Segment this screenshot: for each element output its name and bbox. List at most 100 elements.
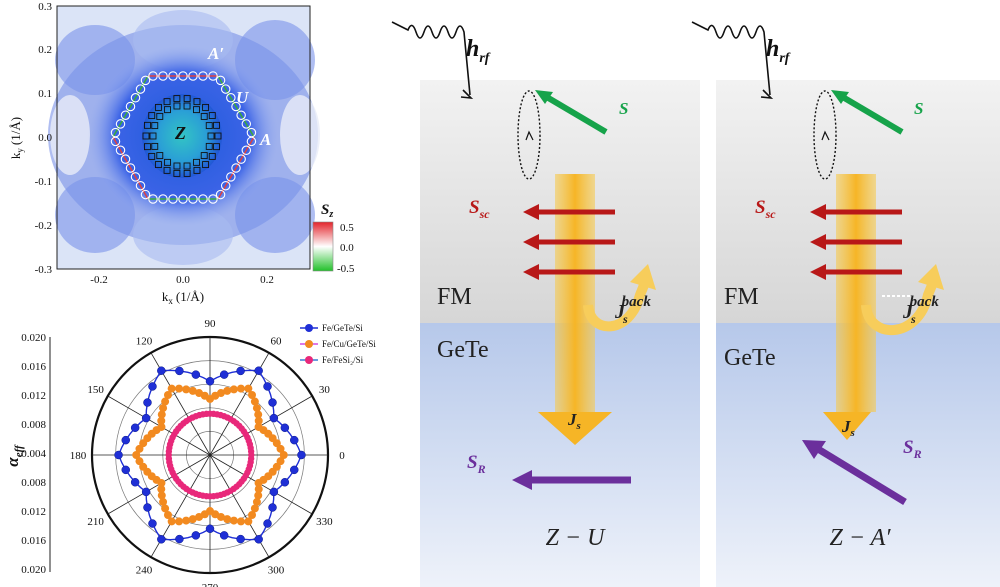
angle-label-240: 240: [136, 564, 153, 576]
ring-marker: [151, 122, 159, 130]
ssc-label: Ssc: [469, 197, 490, 221]
series-point: [216, 512, 225, 521]
gete-label: GeTe: [724, 345, 776, 371]
panel-z-u: hrf S Js Jsback Ssc FM GeTe SR Z −: [391, 21, 700, 587]
series-point: [254, 416, 263, 425]
polar-grid: [90, 335, 330, 575]
ring-marker: [154, 103, 162, 111]
polar-series: [114, 366, 306, 544]
panel-z-aprime: hrf S Js Jsback Ssc FM GeTe SR Z − A′: [691, 21, 1000, 587]
hexagon-marker: [115, 145, 126, 156]
ring-marker: [213, 143, 220, 151]
hexagon-marker: [220, 180, 231, 191]
series-point: [254, 535, 263, 544]
hexagon-marker: [236, 110, 246, 120]
series-point: [175, 366, 184, 376]
series-point: [223, 386, 232, 395]
angle-label-30: 30: [319, 384, 331, 396]
series-point: [268, 398, 277, 407]
series-point: [143, 398, 152, 407]
polar-angle-labels: 0306090120150180210240270300330: [70, 318, 346, 587]
sr-arrow: [816, 446, 907, 505]
hexagon-marker: [236, 154, 246, 164]
svg-text:0.0: 0.0: [340, 242, 354, 254]
series-point: [141, 413, 151, 423]
svg-text:0.008: 0.008: [21, 419, 46, 431]
angle-label-60: 60: [271, 336, 283, 348]
ring-marker: [151, 142, 159, 150]
hexagon-marker: [188, 71, 198, 81]
hexagon-marker: [215, 189, 226, 200]
series-point: [159, 404, 168, 413]
series-point: [254, 485, 263, 494]
hexagon-marker: [208, 71, 218, 81]
ring-marker: [193, 98, 201, 106]
hexagon-marker: [198, 194, 208, 204]
svg-text:0.016: 0.016: [21, 535, 46, 547]
rf-wave-icon: [691, 21, 771, 96]
polar-legend: Fe/GeTe/Si Fe/Cu/GeTe/Si Fe/FeSi₂/Si: [300, 323, 376, 365]
ring-marker: [144, 143, 151, 151]
precession-orbit: [813, 90, 837, 180]
hexagon-marker: [140, 189, 151, 200]
spin-current-arrowhead: [823, 412, 871, 440]
hexagon-marker: [135, 180, 146, 191]
svg-text:0.008: 0.008: [21, 477, 46, 489]
hexagon-marker: [158, 71, 168, 81]
series-point: [269, 487, 279, 497]
series-point: [248, 390, 257, 399]
ring-marker: [156, 152, 164, 160]
ring-marker: [163, 166, 171, 174]
svg-text:0.020: 0.020: [21, 564, 46, 576]
ring-marker: [154, 161, 162, 169]
ring-marker: [202, 161, 210, 169]
hexagon-marker: [125, 163, 136, 173]
series-point: [279, 451, 288, 459]
series-point: [188, 386, 197, 395]
svg-text:0.2: 0.2: [38, 44, 52, 56]
series-point: [163, 511, 172, 520]
series-point: [130, 423, 140, 433]
series-point: [280, 477, 290, 487]
series-point: [252, 497, 261, 506]
kspace-map: Z A′ U A 0.3 0.2 0.1 0.0 -0.1 -0.2 -0.3 …: [8, 1, 355, 306]
ring-marker: [214, 132, 222, 140]
ring-marker: [183, 95, 191, 103]
hexagon-marker: [178, 194, 188, 204]
legend-fe-cu-gete-si: Fe/Cu/GeTe/Si: [322, 339, 376, 349]
ring-marker: [173, 169, 181, 177]
series-point: [254, 366, 263, 375]
series-point: [236, 517, 245, 526]
svg-text:0.1: 0.1: [38, 88, 52, 100]
series-point: [263, 519, 272, 528]
series-point: [157, 410, 166, 419]
angle-label-210: 210: [87, 516, 104, 528]
hexagon-marker: [226, 172, 236, 182]
kmap-ylabel: ky(1/Å): [8, 117, 25, 159]
hexagon-marker: [110, 127, 121, 138]
ring-marker: [193, 166, 201, 174]
series-point: [141, 487, 151, 497]
series-point: [121, 465, 130, 475]
svg-text:Js: Js: [841, 417, 855, 439]
hexagon-marker: [231, 101, 241, 112]
series-point: [161, 504, 170, 513]
panel1-caption: Z − U: [546, 525, 607, 551]
series-point: [130, 477, 140, 487]
brillouin-hexagon: [110, 71, 257, 204]
series-point: [157, 535, 166, 544]
ring-marker: [142, 132, 150, 140]
hexagon-marker: [120, 110, 131, 120]
hexagon-marker: [215, 75, 226, 86]
ring-marker: [202, 103, 210, 111]
svg-text:-0.5: -0.5: [337, 263, 355, 275]
series-point: [205, 377, 215, 386]
series-point: [297, 450, 306, 460]
hexagon-marker: [168, 194, 178, 204]
sr-label: SR: [903, 437, 922, 461]
svg-text:0.020: 0.020: [21, 332, 46, 344]
series-point: [132, 451, 141, 459]
ssc-arrows: [810, 204, 902, 280]
ring-marker: [183, 162, 191, 170]
series-point: [269, 413, 279, 423]
